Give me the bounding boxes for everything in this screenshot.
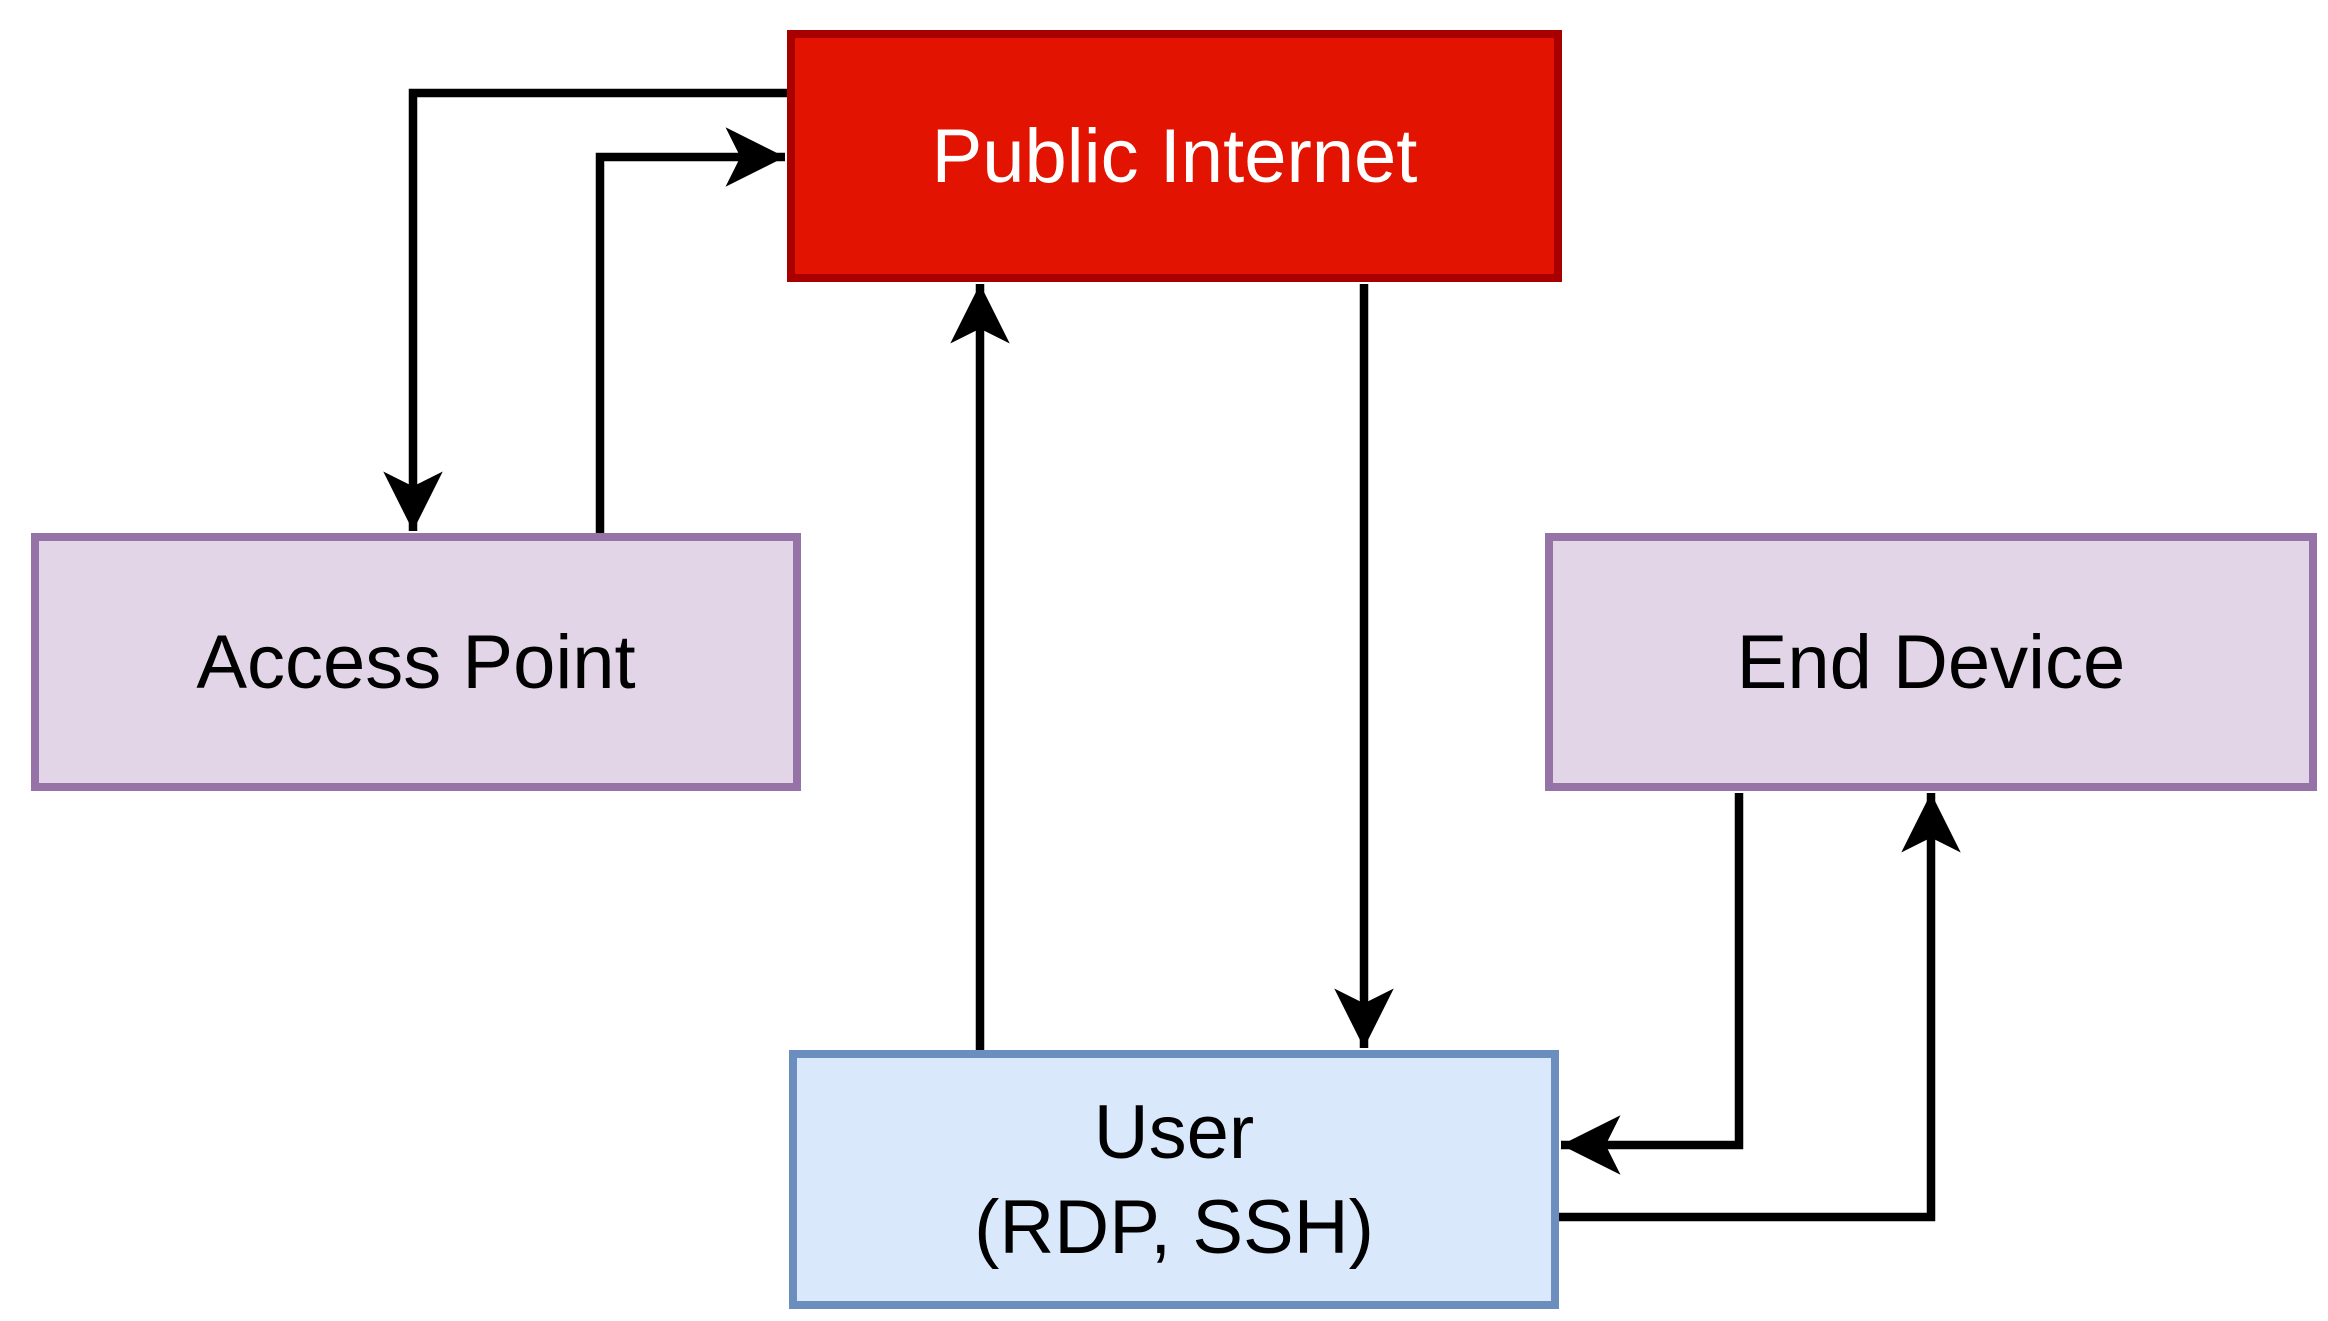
edge-end-device-to-user: [1561, 793, 1744, 1175]
node-access-point-label: Access Point: [196, 619, 636, 705]
node-access-point: Access Point: [31, 533, 801, 791]
node-user: User (RDP, SSH): [789, 1050, 1559, 1309]
node-end-device: End Device: [1545, 533, 2317, 791]
node-end-device-label: End Device: [1736, 619, 2126, 705]
node-public-internet-label: Public Internet: [931, 113, 1418, 199]
node-public-internet: Public Internet: [787, 30, 1562, 282]
edge-access-point-to-public-internet: [595, 127, 785, 535]
edge-user-to-end-device: [1555, 793, 1961, 1222]
node-user-sublabel: (RDP, SSH): [974, 1184, 1374, 1270]
edge-public-internet-to-access-point: [383, 88, 791, 531]
node-user-label: User: [1093, 1089, 1255, 1175]
